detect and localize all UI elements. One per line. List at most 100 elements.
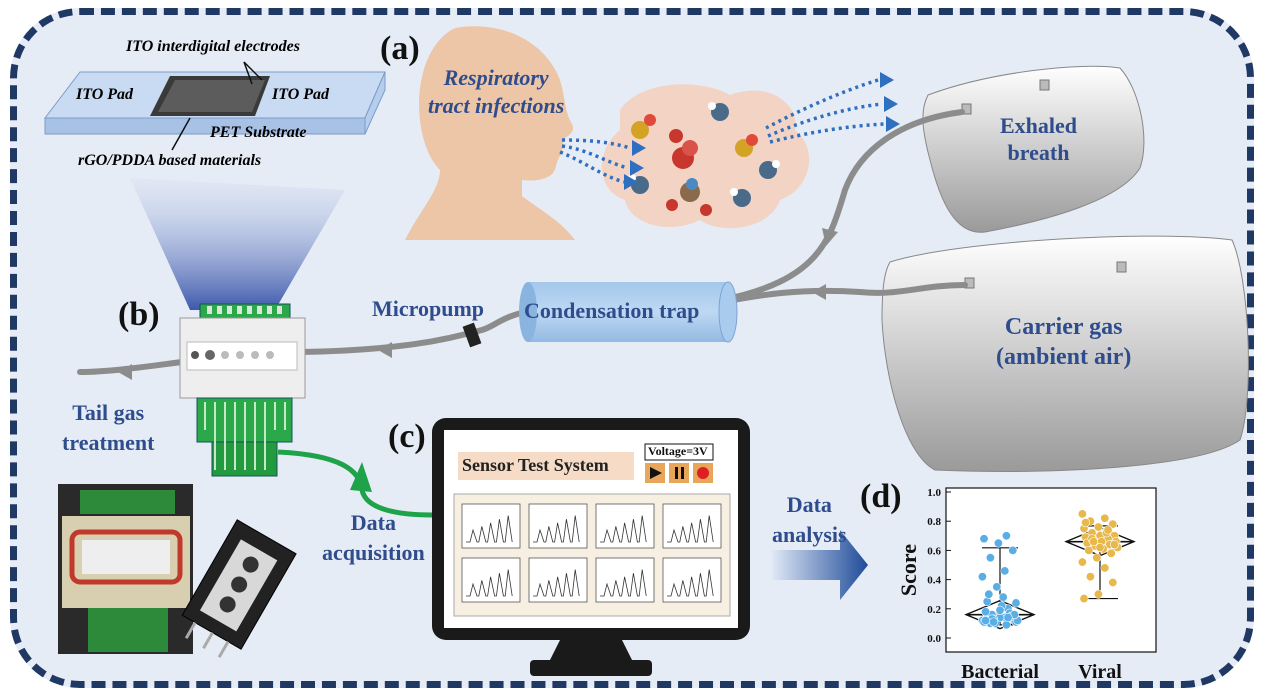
y-tick-label: 0.4 — [927, 575, 941, 587]
flow-arrow-3 — [378, 342, 392, 358]
data-point — [1011, 598, 1021, 608]
breath-arrows — [559, 78, 885, 184]
substrate-label: PET Substrate — [210, 124, 307, 141]
infection-line-2: tract infections — [428, 93, 565, 118]
condensation-trap — [528, 282, 728, 342]
data-point — [1084, 545, 1094, 555]
data-point — [1085, 572, 1095, 582]
mini-plot-trace — [600, 515, 647, 543]
carrier-line-1: Carrier gas — [1004, 314, 1123, 340]
acquisition-line-1: Data — [350, 510, 396, 535]
data-point — [993, 538, 1003, 548]
category-label: Bacterial — [961, 661, 1039, 683]
y-tick-label: 1.0 — [927, 487, 941, 499]
mini-plot-trace — [466, 569, 513, 597]
monitor-title: Sensor Test System — [462, 455, 609, 475]
electrodes-label: ITO interdigital electrodes — [126, 38, 300, 55]
data-point — [979, 534, 989, 544]
data-point — [1077, 557, 1087, 567]
data-point — [1001, 531, 1011, 541]
mini-plot-trace — [667, 515, 714, 543]
exhaled-line-1: Exhaled — [1000, 113, 1078, 138]
data-point — [1106, 548, 1116, 558]
data-point — [998, 592, 1008, 602]
head-silhouette — [405, 26, 575, 241]
mini-plot-trace — [533, 569, 580, 597]
acquisition-line-2: acquisition — [322, 540, 425, 565]
data-point — [982, 596, 992, 606]
mini-plots — [461, 503, 722, 603]
data-point — [995, 605, 1005, 615]
data-point — [1108, 578, 1118, 588]
tail-line-2: treatment — [62, 430, 155, 455]
micropump — [462, 322, 482, 348]
breath-arrowheads — [624, 72, 900, 190]
data-point — [1100, 513, 1110, 523]
data-point — [1077, 509, 1087, 519]
data-point — [981, 607, 991, 617]
acquisition-label: Data acquisition — [322, 508, 425, 568]
y-axis-label: Score — [896, 544, 921, 596]
panel-label-b: (b) — [118, 296, 160, 333]
tail-label: Tail gas treatment — [62, 398, 154, 458]
y-tick-label: 0.6 — [927, 545, 941, 557]
analysis-line-1: Data — [786, 492, 832, 517]
data-point — [1081, 518, 1091, 528]
y-tick-label: 0.2 — [927, 604, 941, 616]
carrier-line-2: (ambient air) — [996, 344, 1132, 370]
carrier-bag — [881, 235, 1249, 472]
plot-area — [945, 487, 1157, 653]
data-point — [1089, 537, 1099, 547]
data-point — [992, 582, 1002, 592]
carrier-label: Carrier gas (ambient air) — [996, 312, 1131, 372]
flow-arrow-2 — [812, 284, 826, 300]
data-point — [1092, 553, 1102, 563]
analysis-arrow — [772, 530, 868, 600]
panel-label-a: (a) — [380, 30, 420, 67]
y-tick-label: 0.8 — [927, 516, 941, 528]
data-point — [1095, 542, 1105, 552]
exhaled-bag — [922, 65, 1145, 233]
panel-label-d: (d) — [860, 478, 902, 515]
data-point — [984, 589, 994, 599]
material-label: rGO/PDDA based materials — [78, 152, 262, 169]
molecules — [628, 102, 780, 216]
infection-label: Respiratory tract infections — [428, 64, 564, 120]
infection-line-1: Respiratory — [443, 65, 549, 90]
data-point — [985, 553, 995, 563]
data-point — [1079, 594, 1089, 604]
zoom-beam — [130, 178, 345, 310]
y-tick-label: 0.0 — [927, 633, 941, 645]
data-point — [1108, 519, 1118, 529]
data-point — [1109, 540, 1119, 550]
mini-plot-trace — [533, 515, 580, 543]
data-point — [1103, 525, 1113, 535]
data-point — [1003, 613, 1013, 623]
pad-right-label: ITO Pad — [272, 86, 330, 103]
device-photo — [58, 484, 193, 654]
sensor-chip-drawing — [43, 61, 386, 151]
data-point — [1000, 566, 1010, 576]
data-point — [1093, 522, 1103, 532]
voltage-label: Voltage=3V — [648, 444, 708, 458]
tail-line-1: Tail gas — [72, 400, 145, 425]
pump-label: Micropump — [372, 296, 485, 321]
mini-plot — [595, 503, 655, 549]
pad-left-label: ITO Pad — [76, 86, 134, 103]
category-label: Viral — [1078, 661, 1122, 683]
panel-label-c: (c) — [388, 418, 426, 455]
trap-label: Condensation trap — [524, 298, 700, 323]
exhaled-line-2: breath — [1007, 140, 1070, 165]
exhaled-label: Exhaled breath — [1000, 112, 1077, 166]
mini-plot-trace — [667, 569, 714, 597]
flow-arrow-4 — [118, 364, 132, 380]
analysis-line-2: analysis — [772, 522, 847, 547]
data-point — [989, 617, 999, 627]
data-point — [981, 615, 991, 625]
mini-plot-trace — [466, 515, 513, 543]
analysis-label: Data analysis — [772, 490, 847, 550]
data-point — [1093, 589, 1103, 599]
sensor-device — [179, 303, 306, 477]
